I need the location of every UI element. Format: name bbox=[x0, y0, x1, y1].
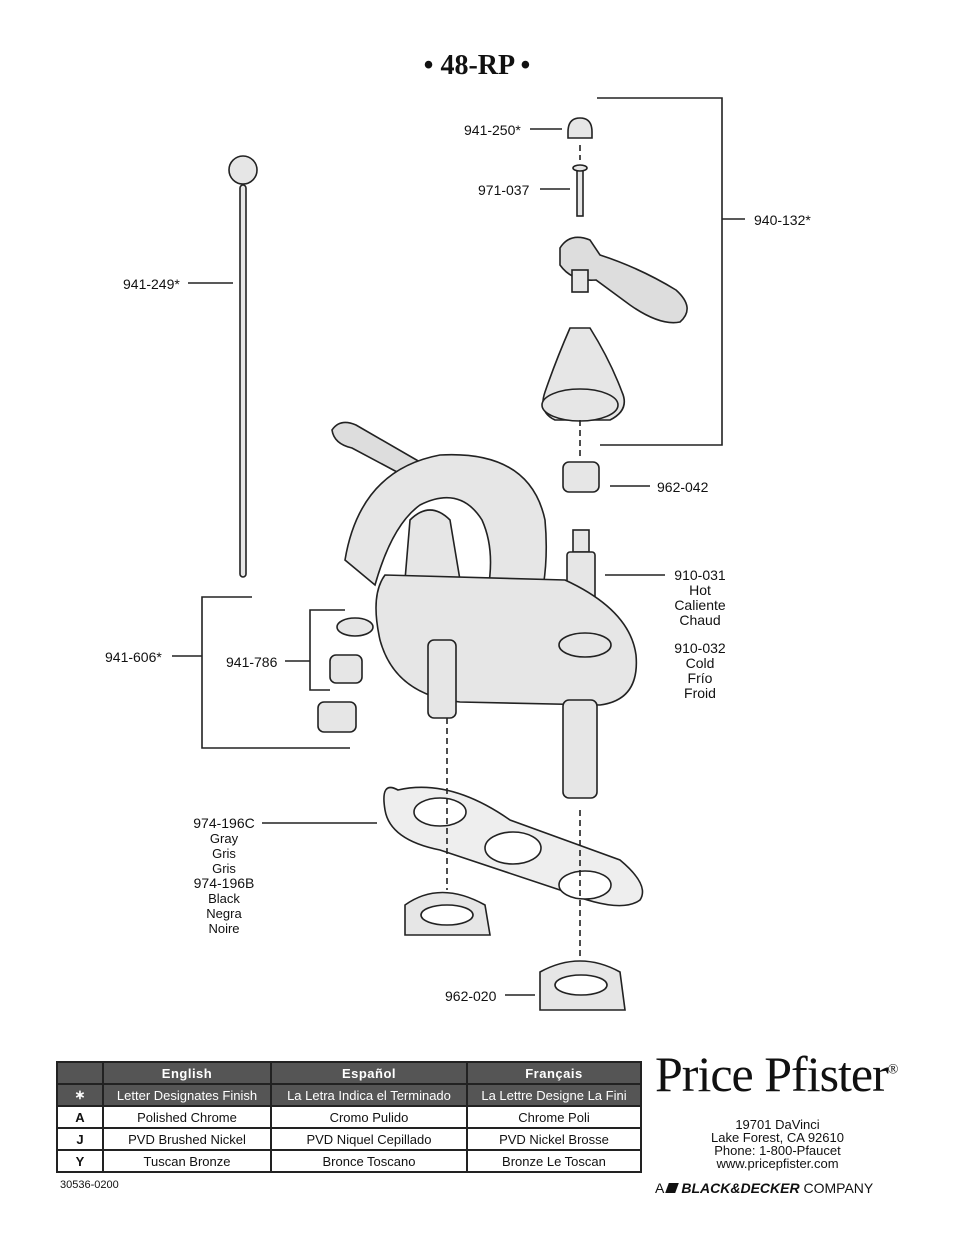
brand-name: Price Pfister bbox=[655, 1046, 889, 1102]
part-962-042-label: 962-042 bbox=[657, 479, 709, 495]
company-name: BLACK&DECKER bbox=[681, 1180, 800, 1196]
header-espanol: Español bbox=[270, 1061, 468, 1085]
parent-company: A BLACK&DECKER COMPANY bbox=[655, 1180, 873, 1196]
black-es: Negra bbox=[206, 906, 242, 921]
hot-en: Hot bbox=[689, 582, 711, 598]
finish-fr: Chrome Poli bbox=[465, 1105, 643, 1129]
part-941-250-label: 941-250* bbox=[464, 122, 521, 138]
finish-en: Tuscan Bronze bbox=[101, 1149, 273, 1173]
part-941-786-label: 941-786 bbox=[226, 654, 278, 670]
part-941-249-label: 941-249* bbox=[123, 276, 180, 292]
finish-code: Y bbox=[56, 1149, 104, 1173]
finish-en: PVD Brushed Nickel bbox=[101, 1127, 273, 1151]
finish-es: PVD Niquel Cepillado bbox=[270, 1127, 468, 1151]
finish-fr: PVD Nickel Brosse bbox=[465, 1127, 643, 1151]
black-decker-hexagon-icon bbox=[665, 1183, 680, 1193]
website: www.pricepfister.com bbox=[716, 1156, 839, 1171]
finish-es: Bronce Toscano bbox=[270, 1149, 468, 1173]
gray-en: Gray bbox=[209, 831, 239, 846]
company-suffix: COMPANY bbox=[803, 1180, 874, 1196]
hot-cartridge-label-group: 910-031 Hot Caliente Chaud bbox=[665, 568, 735, 628]
finish-table: English Español Français ∗ Letter Design… bbox=[56, 1061, 643, 1173]
black-en: Black bbox=[208, 891, 240, 906]
key-es: La Letra Indica el Terminado bbox=[270, 1083, 468, 1107]
finish-code: A bbox=[56, 1105, 104, 1129]
finish-es: Cromo Pulido bbox=[270, 1105, 468, 1129]
table-row: J PVD Brushed Nickel PVD Niquel Cepillad… bbox=[56, 1127, 643, 1151]
black-fr: Noire bbox=[208, 921, 240, 936]
gray-es: Gris bbox=[212, 846, 236, 861]
gray-fr: Gris bbox=[212, 861, 236, 876]
finish-en: Polished Chrome bbox=[101, 1105, 273, 1129]
cold-en: Cold bbox=[685, 655, 715, 671]
table-row: A Polished Chrome Cromo Pulido Chrome Po… bbox=[56, 1105, 643, 1129]
company-address: 19701 DaVinci Lake Forest, CA 92610 Phon… bbox=[690, 1118, 865, 1170]
cold-es: Frío bbox=[687, 670, 713, 686]
table-corner bbox=[56, 1061, 104, 1085]
part-971-037-label: 971-037 bbox=[478, 182, 530, 198]
hot-es: Caliente bbox=[674, 597, 726, 613]
company-prefix: A bbox=[655, 1180, 664, 1196]
address-line1: 19701 DaVinci bbox=[735, 1117, 820, 1132]
gasket-label-group: 974-196C Gray Gris Gris 974-196B Black N… bbox=[188, 815, 260, 937]
finish-fr: Bronze Le Toscan bbox=[465, 1149, 643, 1173]
cold-fr: Froid bbox=[684, 685, 716, 701]
part-940-132-label: 940-132* bbox=[754, 212, 811, 228]
page-title: • 48-RP • bbox=[423, 50, 531, 81]
address-line2: Lake Forest, CA 92610 bbox=[711, 1130, 844, 1145]
key-en: Letter Designates Finish bbox=[101, 1083, 273, 1107]
phone: Phone: 1-800-Pfaucet bbox=[714, 1143, 841, 1158]
part-910-031-label: 910-031 bbox=[674, 567, 726, 583]
header-english: English bbox=[101, 1061, 273, 1085]
finish-code: J bbox=[56, 1127, 104, 1151]
part-962-020-label: 962-020 bbox=[445, 988, 497, 1004]
table-row: Y Tuscan Bronze Bronce Toscano Bronze Le… bbox=[56, 1149, 643, 1173]
part-974-196C-label: 974-196C bbox=[193, 815, 255, 831]
part-974-196B-label: 974-196B bbox=[193, 875, 255, 891]
cold-cartridge-label-group: 910-032 Cold Frío Froid bbox=[665, 641, 735, 701]
header-francais: Français bbox=[465, 1061, 643, 1085]
registered-mark: ® bbox=[887, 1062, 899, 1078]
price-pfister-logo: Price Pfister® bbox=[655, 1045, 899, 1103]
key-fr: La Lettre Designe La Fini bbox=[465, 1083, 643, 1107]
document-number: 30536-0200 bbox=[60, 1179, 119, 1191]
asterisk-icon: ∗ bbox=[56, 1083, 104, 1107]
part-910-032-label: 910-032 bbox=[674, 640, 726, 656]
part-941-606-label: 941-606* bbox=[105, 649, 162, 665]
hot-fr: Chaud bbox=[679, 612, 721, 628]
